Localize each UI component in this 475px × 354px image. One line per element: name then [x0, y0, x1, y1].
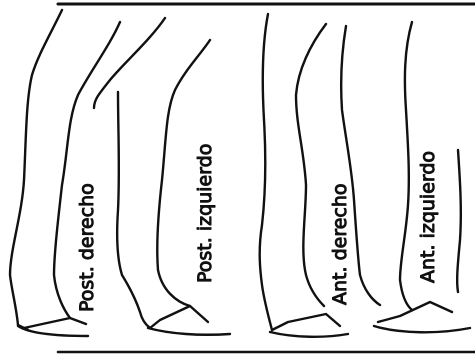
leg-post-izquierdo-hoof	[148, 306, 230, 335]
label-ant-izquierdo: Ant. izquierdo	[417, 151, 439, 283]
label-ant-derecho: Ant. derecho	[329, 183, 351, 305]
leg-ant-izquierdo-fragment	[457, 150, 461, 292]
leg-post-izquierdo-front-outline	[117, 92, 150, 328]
label-post-izquierdo: Post. izquierdo	[194, 144, 216, 283]
leg-ant-derecho-hoof	[270, 314, 348, 337]
leg-post-derecho	[10, 10, 120, 336]
leg-ant-izquierdo	[341, 22, 470, 332]
leg-post-derecho-hoof	[18, 318, 88, 336]
leg-ant-izquierdo-hoof	[374, 302, 470, 332]
label-post-derecho: Post. derecho	[76, 183, 98, 312]
leg-ant-derecho-back-outline	[296, 24, 326, 306]
leg-post-izquierdo-top-outline	[94, 18, 165, 108]
leg-ant-izquierdo-front-outline	[400, 22, 412, 310]
leg-ant-derecho-front-outline	[260, 14, 272, 330]
